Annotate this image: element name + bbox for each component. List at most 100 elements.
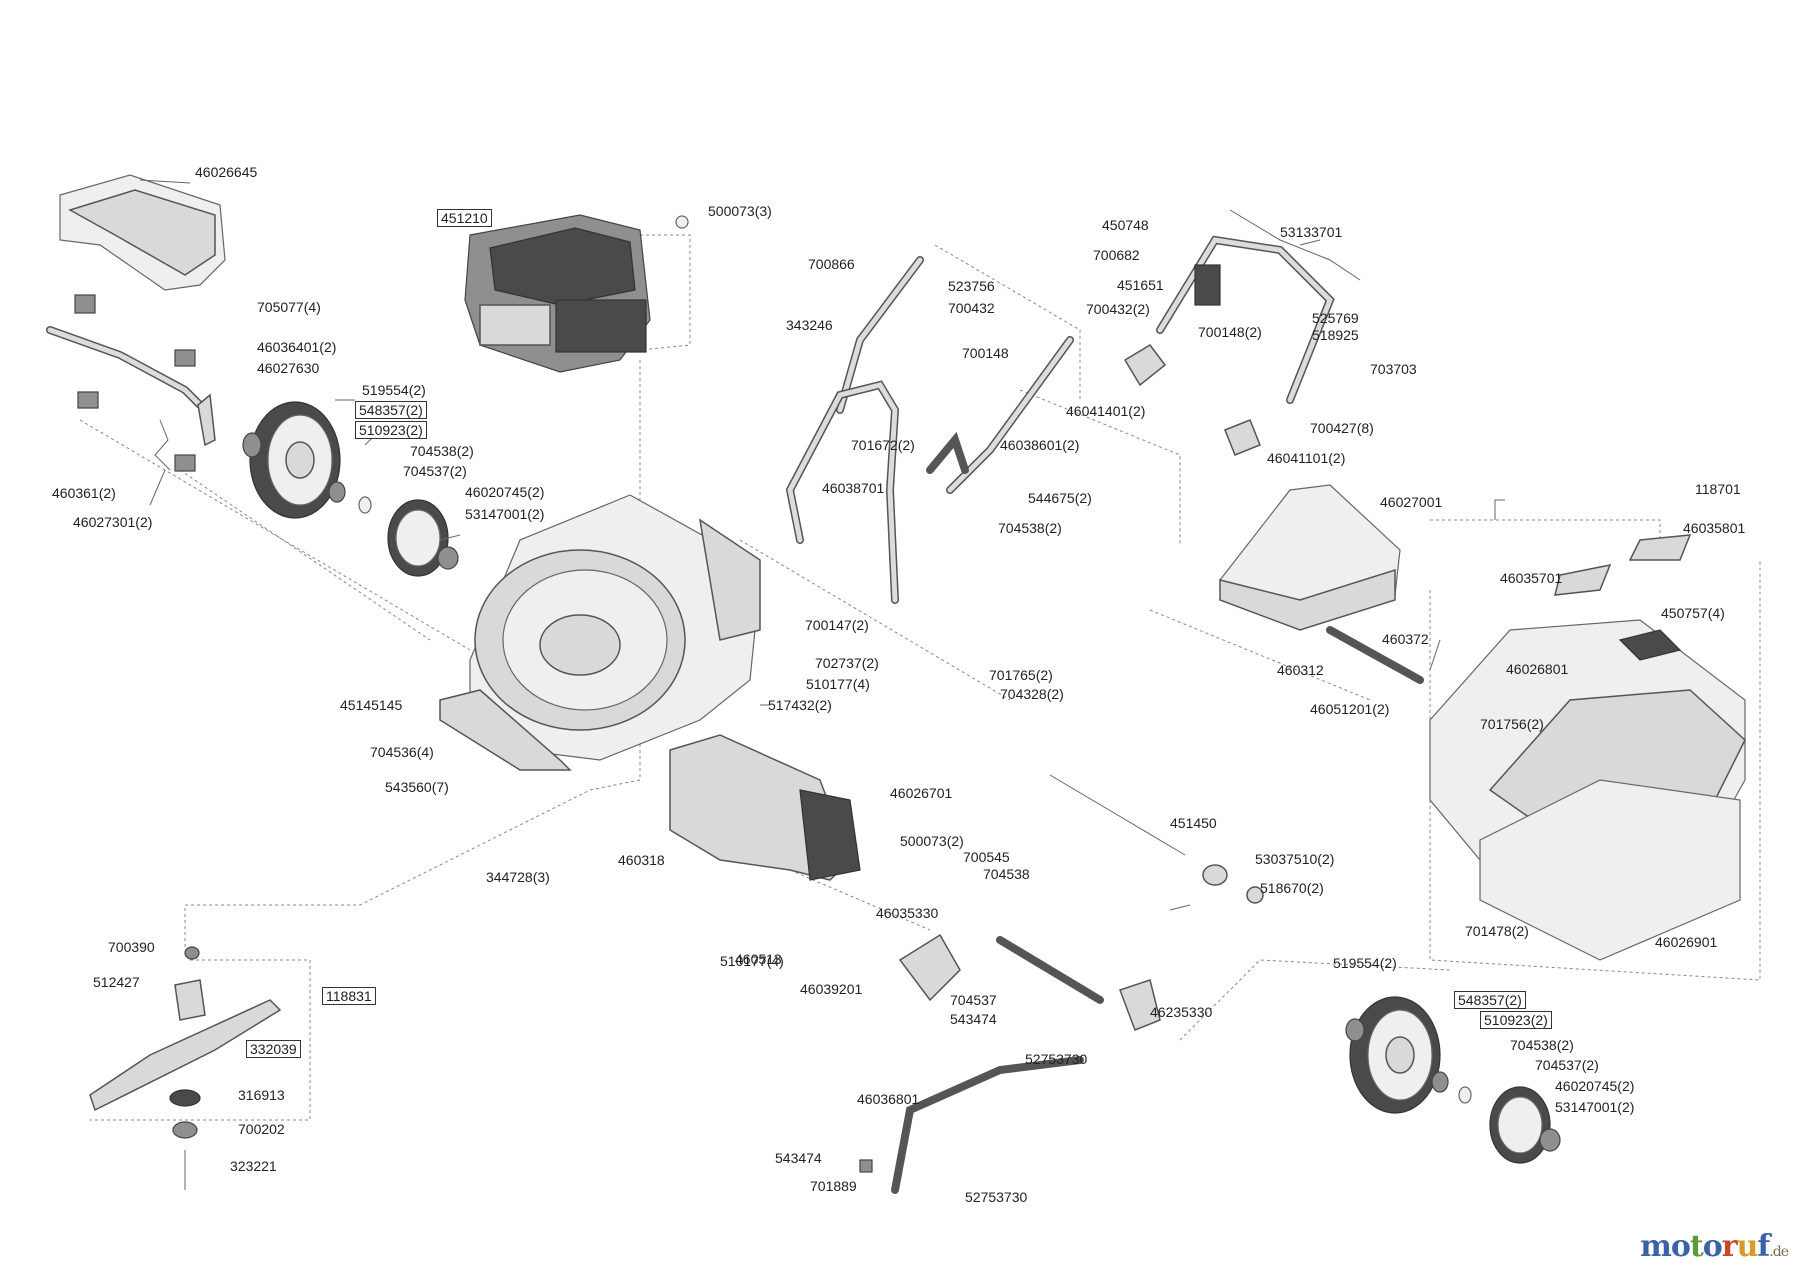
part-label-p46020745_2a: 46020745(2) (465, 484, 545, 500)
part-label-p52753730a: 52753730 (1025, 1051, 1088, 1067)
logo-letter: m (1640, 1229, 1672, 1264)
part-label-p701478_2: 701478(2) (1465, 923, 1529, 939)
part-label-p46027301_2: 46027301(2) (73, 514, 153, 530)
logo-letter: t (1689, 1229, 1704, 1264)
rear-flap-linkage-part (46, 294, 216, 472)
part-label-p460372: 460372 (1382, 631, 1429, 647)
part-label-p53147001_2b: 53147001(2) (1555, 1099, 1635, 1115)
part-label-p118701: 118701 (1695, 481, 1741, 497)
part-label-p46027630: 46027630 (257, 360, 320, 376)
part-label-p700545: 700545 (963, 849, 1010, 865)
part-label-p704538_2b: 704538(2) (998, 520, 1062, 536)
part-label-p46039201: 46039201 (800, 981, 863, 997)
part-label-p519554_2a: 519554(2) (362, 382, 426, 398)
part-label-p46051201_2: 46051201(2) (1310, 701, 1390, 717)
part-label-p46036401_2: 46036401(2) (257, 339, 337, 355)
rear-axle-part (1049, 774, 1264, 904)
part-label-p701889: 701889 (810, 1178, 857, 1194)
part-label-p460513: 460513 (735, 951, 782, 967)
part-label-p704538: 704538 (983, 866, 1030, 882)
part-label-p704538_2c: 704538(2) (1510, 1037, 1574, 1053)
part-label-p702737_2: 702737(2) (815, 655, 879, 671)
part-label-p700866: 700866 (808, 256, 855, 272)
height-adjust-lever-part (859, 933, 1161, 1194)
rear-chute-housing-part (669, 734, 861, 881)
part-label-p46235330: 46235330 (1150, 1004, 1213, 1020)
part-label-p700682: 700682 (1093, 247, 1140, 263)
label-leader-lines (149, 239, 1505, 911)
part-label-p544675_2: 544675(2) (1028, 490, 1092, 506)
part-label-p704537: 704537 (950, 992, 997, 1008)
part-label-p46038701: 46038701 (822, 480, 885, 496)
part-label-p460361_2: 460361(2) (52, 485, 116, 501)
part-label-p316913: 316913 (238, 1087, 285, 1103)
logo-letter: o (1670, 1229, 1691, 1264)
part-label-p46041101_2: 46041101(2) (1267, 450, 1346, 466)
part-label-p46027001: 46027001 (1380, 494, 1443, 510)
part-label-p701765_2: 701765(2) (989, 667, 1053, 683)
lower-handle-part (785, 256, 1074, 604)
part-label-p500073_2: 500073(2) (900, 833, 964, 849)
part-label-p53133701: 53133701 (1280, 224, 1343, 240)
logo-letter: u (1736, 1229, 1759, 1264)
part-label-p705077_4: 705077(4) (257, 299, 321, 315)
part-label-p700202: 700202 (238, 1121, 285, 1137)
part-label-p704538_2a: 704538(2) (410, 443, 474, 459)
part-label-p543474a: 543474 (950, 1011, 997, 1027)
part-label-p518925: 518925 (1312, 327, 1359, 343)
part-label-p704537_2b: 704537(2) (1535, 1057, 1599, 1073)
part-label-p510177_4a: 510177(4) (806, 676, 870, 692)
logo-letter: f (1757, 1229, 1770, 1264)
part-label-p518670_2: 518670(2) (1260, 880, 1324, 896)
blade-assembly-part (89, 946, 282, 1190)
part-label-p53147001_2a: 53147001(2) (465, 506, 545, 522)
part-label-p700147_2: 700147(2) (805, 617, 869, 633)
part-label-p46038601_2: 46038601(2) (1000, 437, 1080, 453)
part-label-p700148: 700148 (962, 345, 1009, 361)
part-label-p46035701: 46035701 (1500, 570, 1563, 586)
part-label-p53037510_2: 53037510(2) (1255, 851, 1335, 867)
grass-box-part (1429, 534, 1746, 961)
grass-deflector-part (59, 174, 226, 291)
part-label-p451450: 451450 (1170, 815, 1217, 831)
logo-letter: r (1721, 1229, 1738, 1264)
part-label-p46035330: 46035330 (876, 905, 939, 921)
part-label-p701756_2: 701756(2) (1480, 716, 1544, 732)
part-label-p45145145: 45145145 (340, 697, 403, 713)
part-label-p46041401_2: 46041401(2) (1066, 403, 1146, 419)
part-label-p519554_2b: 519554(2) (1333, 955, 1397, 971)
part-label-p543474b: 543474 (775, 1150, 822, 1166)
part-label-p700432_2: 700432(2) (1086, 301, 1150, 317)
part-label-p451210: 451210 (437, 209, 492, 227)
motoruf-logo: motoruf.de (1640, 1229, 1789, 1264)
part-label-p344728_3: 344728(3) (486, 869, 550, 885)
part-label-p332039: 332039 (246, 1040, 301, 1058)
mower-deck-part (439, 494, 761, 771)
part-label-p700390: 700390 (108, 939, 155, 955)
part-label-p548357_2a: 548357(2) (355, 401, 427, 419)
part-label-p323221: 323221 (230, 1158, 277, 1174)
part-label-p704328_2: 704328(2) (1000, 686, 1064, 702)
part-label-p704536_4: 704536(4) (370, 744, 434, 760)
part-label-p46026901: 46026901 (1655, 934, 1718, 950)
part-label-p46036801: 46036801 (857, 1091, 920, 1107)
part-label-p704537_2a: 704537(2) (403, 463, 467, 479)
part-label-p46035801: 46035801 (1683, 520, 1746, 536)
part-label-p450748: 450748 (1102, 217, 1149, 233)
part-label-p512427: 512427 (93, 974, 140, 990)
part-label-p500073_3: 500073(3) (708, 203, 772, 219)
part-label-p510923_2a: 510923(2) (355, 421, 427, 439)
part-label-p52753730b: 52753730 (965, 1189, 1028, 1205)
grass-box-lid-part (1219, 484, 1424, 684)
part-label-p450757_4: 450757(4) (1661, 605, 1725, 621)
part-label-p543560_7: 543560(7) (385, 779, 449, 795)
part-label-p46026701: 46026701 (890, 785, 953, 801)
part-label-p548357_2b: 548357(2) (1454, 991, 1526, 1009)
part-label-p700427_8: 700427(8) (1310, 420, 1374, 436)
part-label-p451651: 451651 (1117, 277, 1164, 293)
part-label-p525769: 525769 (1312, 310, 1359, 326)
part-label-p510177_4b: 510177(4) (720, 953, 784, 969)
part-label-p700432: 700432 (948, 300, 995, 316)
